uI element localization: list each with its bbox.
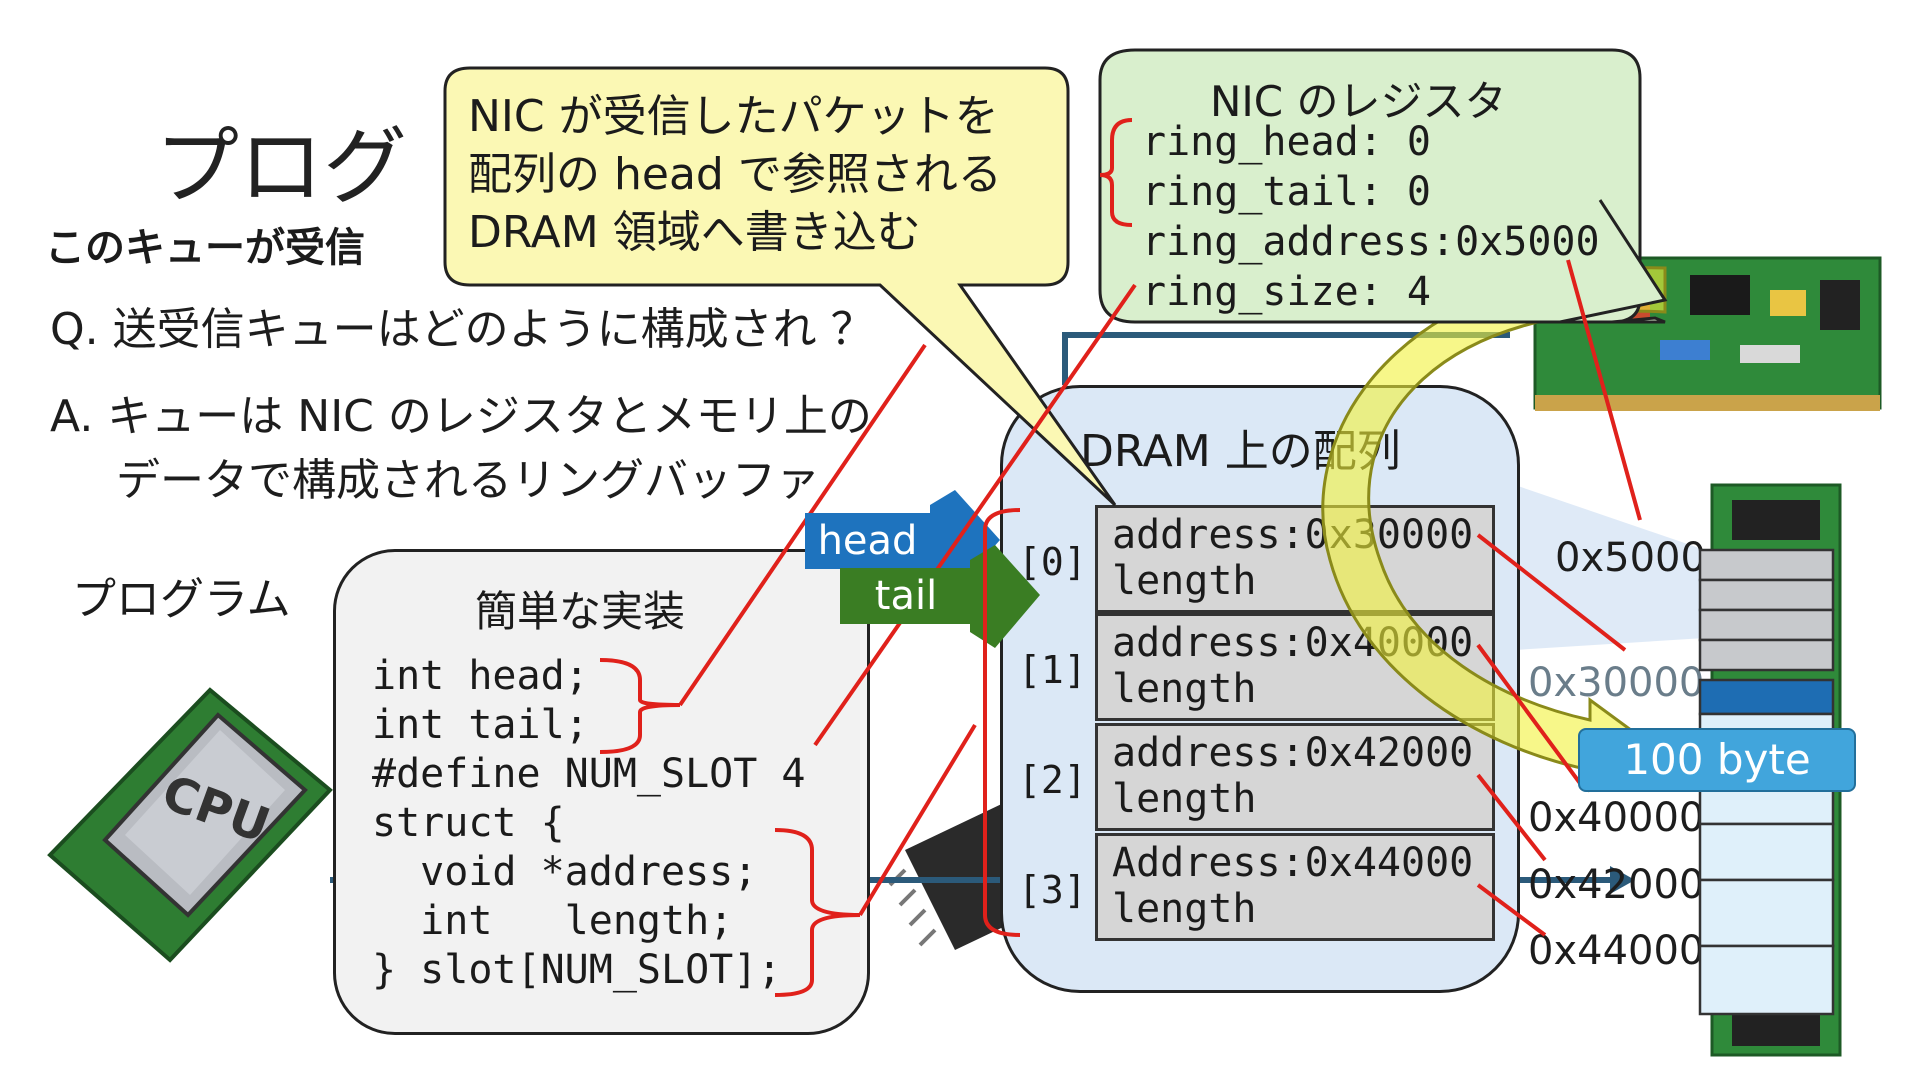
mem-address-0x30000: 0x30000 [1528,660,1705,706]
mem-address-0x42000: 0x42000 [1528,862,1705,908]
code-line: struct { [372,800,565,846]
slide-title: プログ [155,118,408,216]
mem-address-0x5000: 0x5000 [1555,535,1706,581]
code-title: 簡単な実装 [475,587,686,636]
register-ring-tail: ring_tail: 0 [1142,169,1431,215]
mem-address-0x44000: 0x44000 [1528,928,1705,974]
packet-size-badge: 100 byte [1578,728,1856,792]
register-title: NIC のレジスタ [1210,77,1507,126]
slot-length: length [1112,558,1257,604]
slide-subtitle: このキューが受信 [45,225,365,271]
slot-address: address:0x30000 [1112,512,1474,558]
code-line: } slot[NUM_SLOT]; [372,947,782,993]
code-line: int head; [372,653,589,699]
register-ring-size: ring_size: 4 [1142,269,1431,315]
register-ring-head: ring_head: 0 [1142,119,1431,165]
answer-text: A. キューは NIC のレジスタとメモリ上の データで構成されるリングバッファ [50,385,872,513]
nic-write-callout-text: NIC が受信したパケットを 配列の head で参照される DRAM 領域へ書… [468,88,1002,262]
slot-index-0: [0] [1018,540,1087,584]
slot-length: length [1112,886,1257,932]
callout-line: 配列の head で参照される [468,149,1002,200]
answer-line-2: データで構成されるリングバッファ [116,455,820,506]
slot-length: length [1112,776,1257,822]
code-line: #define NUM_SLOT 4 [372,751,806,797]
cpu-chip-icon: CPU [47,687,333,963]
slot-index-1: [1] [1018,648,1087,692]
code-line: void *address; [372,849,758,895]
slot-address: Address:0x44000 [1112,840,1474,886]
slot-index-2: [2] [1018,758,1087,802]
slot-address: address:0x40000 [1112,620,1474,666]
answer-line-1: A. キューは NIC のレジスタとメモリ上の [50,391,872,442]
slot-index-3: [3] [1018,868,1087,912]
question-text: Q. 送受信キューはどのように構成され ？ [50,304,875,355]
tail-pointer-badge: tail [840,568,972,624]
code-line: int length; [372,898,734,944]
callout-line: DRAM 領域へ書き込む [468,207,921,258]
slot-address: address:0x42000 [1112,730,1474,776]
dram-title: DRAM 上の配列 [1080,426,1401,477]
register-ring-address: ring_address:0x5000 [1142,219,1600,265]
mem-address-0x40000: 0x40000 [1528,795,1705,841]
head-pointer-badge: head [805,513,930,569]
program-label: プログラム [72,574,291,625]
callout-line: NIC が受信したパケットを [468,91,999,142]
slot-length: length [1112,666,1257,712]
code-line: int tail; [372,702,589,748]
